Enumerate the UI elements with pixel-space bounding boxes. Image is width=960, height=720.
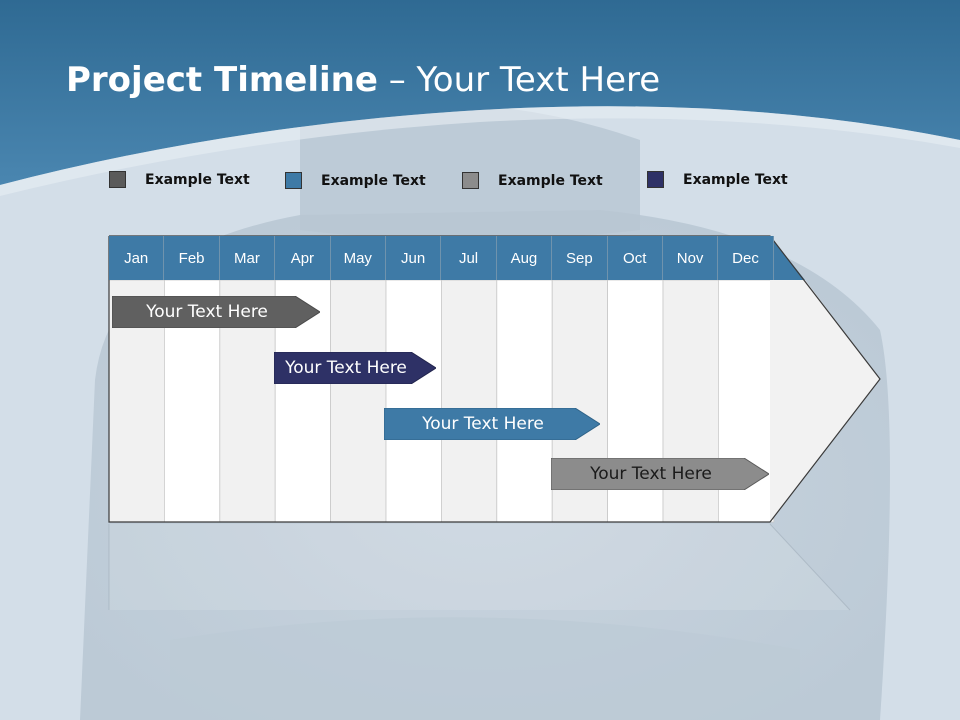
month-jan: Jan [109, 236, 165, 280]
legend-label: Example Text [321, 172, 426, 189]
month-column [385, 279, 442, 523]
month-column [496, 279, 553, 523]
month-mar: Mar [219, 236, 276, 280]
title-bold: Project Timeline [66, 60, 378, 100]
month-oct: Oct [607, 236, 663, 280]
month-aug: Aug [496, 236, 553, 280]
task-bar-label: Your Text Here [590, 464, 712, 484]
task-bar-1: Your Text Here [112, 296, 320, 328]
legend-label: Example Text [683, 171, 788, 188]
task-bar-label: Your Text Here [146, 302, 268, 322]
month-sep: Sep [552, 236, 608, 280]
legend-item-2: Example Text [285, 172, 426, 189]
task-bar-4: Your Text Here [551, 458, 769, 490]
task-bar-2: Your Text Here [274, 352, 436, 384]
legend-item-3: Example Text [462, 172, 603, 189]
title-rest: – Your Text Here [377, 60, 661, 100]
slide-title: Project Timeline – Your Text Here [66, 60, 660, 100]
month-apr: Apr [275, 236, 331, 280]
month-jul: Jul [441, 236, 497, 280]
legend-swatch [109, 171, 126, 188]
legend-item-1: Example Text [109, 171, 250, 188]
month-dec: Dec [718, 236, 774, 280]
month-nov: Nov [662, 236, 719, 280]
legend-label: Example Text [145, 171, 250, 188]
month-may: May [330, 236, 386, 280]
task-bar-3: Your Text Here [384, 408, 600, 440]
legend-label: Example Text [498, 172, 603, 189]
month-feb: Feb [164, 236, 220, 280]
legend-swatch [462, 172, 479, 189]
task-bar-label: Your Text Here [285, 358, 407, 378]
task-bar-label: Your Text Here [422, 414, 544, 434]
legend-swatch [647, 171, 664, 188]
month-jun: Jun [385, 236, 442, 280]
legend-item-4: Example Text [647, 171, 788, 188]
month-header-row: Jan Feb Mar Apr May Jun Jul Aug Sep Oct … [109, 236, 774, 280]
legend-swatch [285, 172, 302, 189]
month-column [440, 279, 498, 523]
month-column [330, 279, 387, 523]
